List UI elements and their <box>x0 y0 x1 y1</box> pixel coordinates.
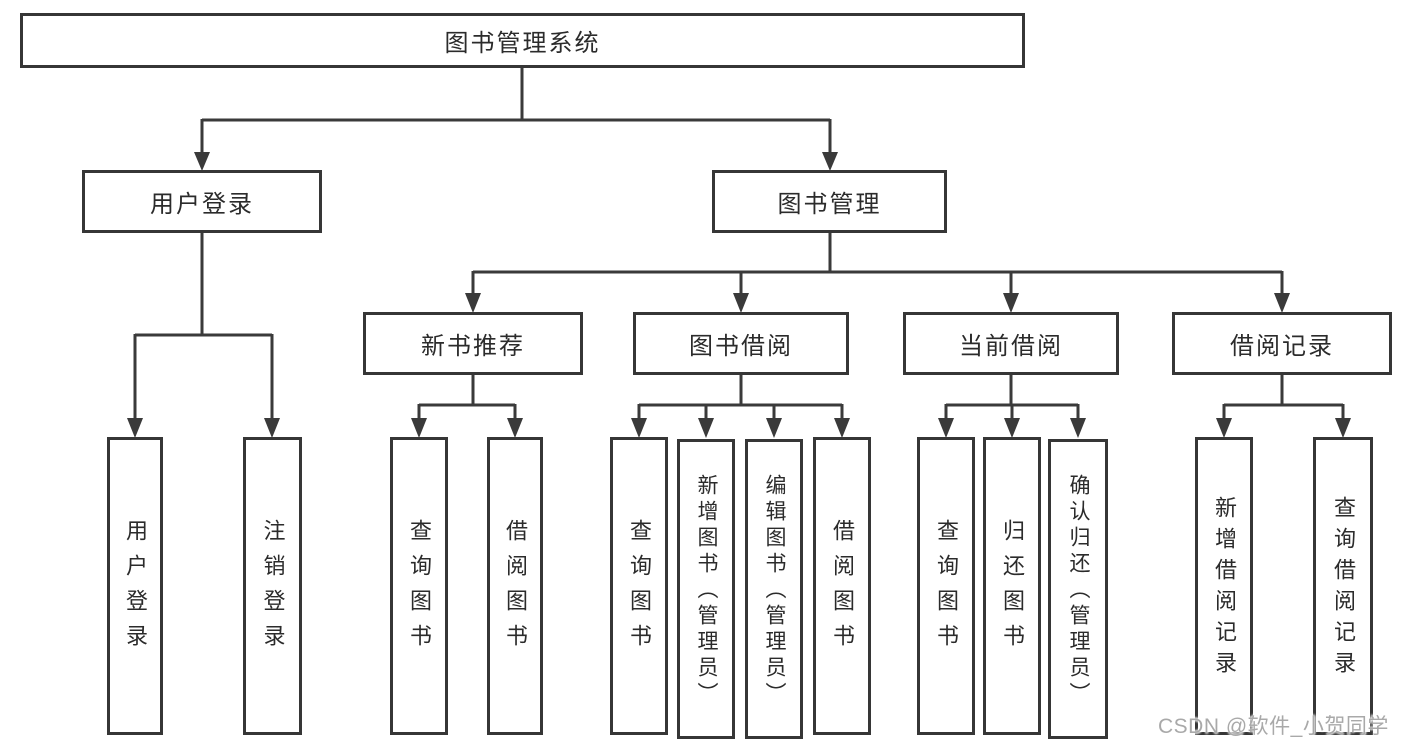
leaf-return-books: 归还图书 <box>983 437 1041 735</box>
node-user-login: 用户登录 <box>82 170 322 233</box>
node-book-borrow: 图书借阅 <box>633 312 849 375</box>
leaf-query-books-current: 查询图书 <box>917 437 975 735</box>
leaf-user-login: 用户登录 <box>107 437 163 735</box>
leaf-add-book-admin: 新增图书（管理员） <box>677 439 735 739</box>
leaf-confirm-return-admin: 确认归还（管理员） <box>1048 439 1108 739</box>
leaf-edit-book-admin: 编辑图书（管理员） <box>745 439 803 739</box>
node-current-borrow: 当前借阅 <box>903 312 1119 375</box>
leaf-borrow-books-recommend: 借阅图书 <box>487 437 543 735</box>
leaf-query-borrow-record: 查询借阅记录 <box>1313 437 1373 735</box>
node-book-management: 图书管理 <box>712 170 947 233</box>
node-borrow-records: 借阅记录 <box>1172 312 1392 375</box>
node-book-management-system: 图书管理系统 <box>20 13 1025 68</box>
leaf-add-borrow-record: 新增借阅记录 <box>1195 437 1253 735</box>
watermark-text: CSDN @软件_小贺同学 <box>1158 715 1389 738</box>
leaf-borrow-books-borrow: 借阅图书 <box>813 437 871 735</box>
leaf-query-books-borrow: 查询图书 <box>610 437 668 735</box>
leaf-logout: 注销登录 <box>243 437 302 735</box>
leaf-query-books-recommend: 查询图书 <box>390 437 448 735</box>
node-new-book-recommend: 新书推荐 <box>363 312 583 375</box>
